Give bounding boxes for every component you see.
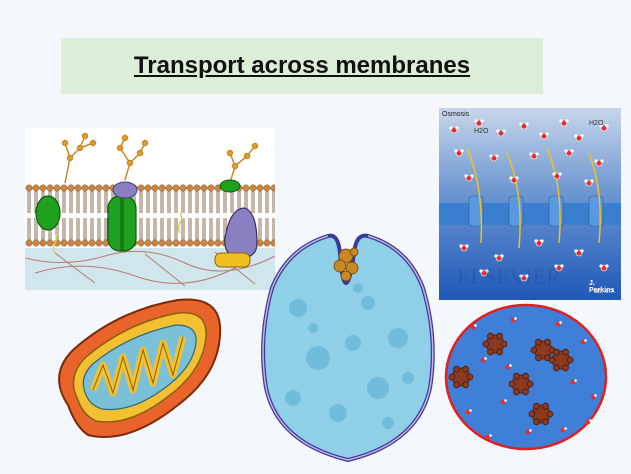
title-box: Transport across membranes [61, 38, 543, 94]
mitochondrion-illustration [48, 295, 228, 447]
osmosis-heading: Osmosis [442, 111, 470, 118]
watermark-text: ELSEVIER [457, 264, 561, 289]
diffusion-circle-illustration [443, 302, 609, 452]
osmosis-illustration: ELSEVIER Osmosis H2O H2O J. Perkins MS, … [439, 108, 621, 300]
credit-name: J. Perkins [589, 280, 615, 294]
endocytosis-vesicle-illustration [258, 228, 438, 468]
credit-sub: MS, MFA [594, 289, 615, 295]
water-label-left: H2O [474, 128, 489, 135]
slide-title: Transport across membranes [133, 52, 471, 79]
cell-membrane-illustration [25, 128, 275, 290]
water-label-right: H2O [589, 120, 604, 127]
